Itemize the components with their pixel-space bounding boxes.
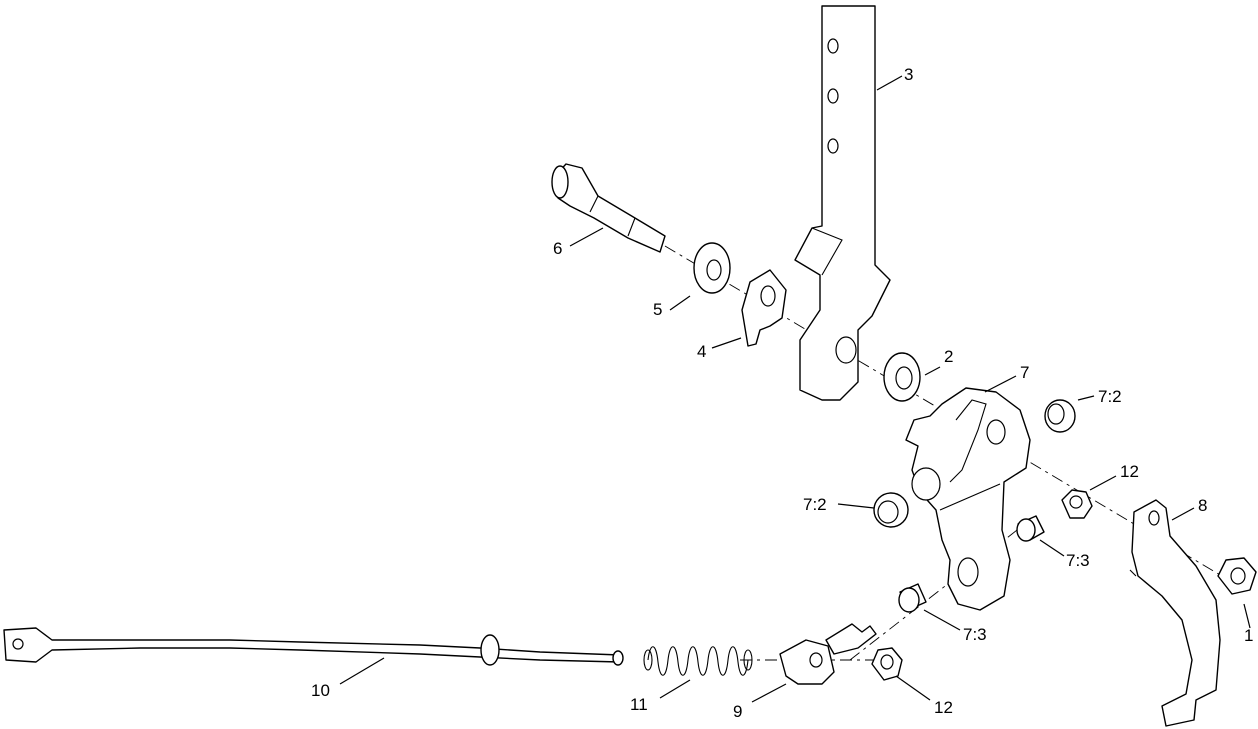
- callout-7-3-upper: 7:3: [1066, 551, 1090, 570]
- part-6-shoulder-bolt: [551, 163, 666, 253]
- callout-8: 8: [1198, 496, 1207, 515]
- part-11-spring: [643, 646, 753, 676]
- leader-lines: [339, 75, 1251, 703]
- part-7-2-bushing-upper: [1044, 399, 1076, 433]
- part-7-lever-assembly: [905, 387, 1031, 611]
- part-12-nut-upper: [1061, 489, 1093, 519]
- part-2-washer: [883, 352, 921, 402]
- callout-6: 6: [553, 239, 562, 258]
- part-7-3-spacer-upper: [1016, 515, 1045, 542]
- part-7-2-bushing-lower: [873, 492, 909, 528]
- part-8-bracket: [1129, 499, 1221, 727]
- part-5-flat-washer: [693, 242, 731, 294]
- callout-7: 7: [1020, 363, 1029, 382]
- callout-labels: 1 2 3 4 5 6 7 7:2 7:2 7:3 7:3 8 9 10 11 …: [311, 65, 1253, 721]
- part-4-tab-washer: [741, 269, 787, 347]
- part-3-mounting-plate: [794, 5, 891, 401]
- part-10-rod: [3, 627, 624, 666]
- part-7-3-spacer-lower: [898, 583, 927, 613]
- callout-3: 3: [904, 65, 913, 84]
- callout-9: 9: [733, 702, 742, 721]
- part-9-clevis: [779, 623, 877, 685]
- callout-7-2-lower: 7:2: [803, 495, 827, 514]
- callout-12-upper: 12: [1120, 462, 1139, 481]
- callout-4: 4: [697, 342, 706, 361]
- callout-7-2-upper: 7:2: [1098, 387, 1122, 406]
- callout-1: 1: [1244, 626, 1253, 645]
- callout-11: 11: [630, 695, 648, 714]
- part-12-nut-lower: [871, 647, 903, 681]
- callout-7-3-lower: 7:3: [963, 625, 987, 644]
- callout-2: 2: [944, 347, 953, 366]
- part-1-flange-nut: [1217, 557, 1257, 595]
- callout-10: 10: [311, 681, 330, 700]
- callout-5: 5: [653, 300, 662, 319]
- callout-12-lower: 12: [934, 698, 953, 717]
